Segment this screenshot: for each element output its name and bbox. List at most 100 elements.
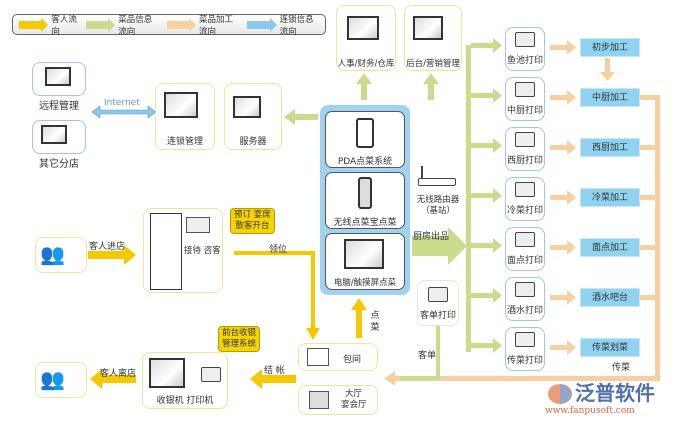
hall-label: 大厅: [345, 389, 363, 399]
printer-icon: [515, 132, 535, 147]
blue-arrow-icon: [247, 17, 278, 32]
touch-box: 电脑/触摸屏点菜: [325, 233, 405, 290]
green-arrow-icon: [85, 17, 116, 32]
router-sublabel: （基站）: [420, 206, 455, 216]
pda-icon: [356, 118, 374, 148]
handset-icon: [358, 177, 372, 209]
legend-dish-info: 菜品信息流向: [118, 14, 153, 37]
printer-icon: [201, 367, 221, 382]
bubble-line: 预订 宴席: [234, 210, 271, 220]
legend-guest-flow: 客人流向: [51, 14, 77, 37]
legend: 客人流向 菜品信息流向 菜品加工流向 连锁信息流向: [12, 14, 326, 37]
phone-icon: [186, 217, 210, 233]
cashier-bubble: 前台收银管理系统: [218, 326, 261, 352]
printer-icon: [515, 32, 535, 47]
process-step: 中厨加工: [580, 88, 640, 107]
server-icon: [233, 96, 261, 118]
printer-label: 冷菜打印: [506, 206, 543, 216]
kiosk-icon: [150, 213, 182, 290]
remote-mgmt-box: [32, 62, 86, 96]
guests-icon: 👥: [40, 367, 65, 391]
internet-label: Internet: [104, 98, 140, 108]
printer-label: 传菜打印: [506, 356, 543, 366]
yellow-arrow-icon: [19, 17, 49, 32]
guests-icon: 👥: [40, 242, 65, 266]
cash-register-icon: [149, 358, 185, 388]
room-icon: [307, 348, 329, 366]
checkout-label: 结 帐: [264, 366, 285, 376]
guest-ticket-line: [400, 326, 440, 380]
printer-icon: [515, 232, 535, 247]
printer-icon: [515, 182, 535, 197]
logo-text: 泛普软件: [575, 381, 655, 405]
seat-arrowhead: [306, 328, 320, 340]
touchscreen-icon: [344, 239, 384, 269]
printer-box: 鱼池打印: [505, 27, 545, 71]
branches-box: [32, 120, 86, 154]
chain-mgmt-box: 连锁管理: [155, 83, 215, 150]
private-room-label: 包间: [343, 355, 362, 365]
cashier-box: 收银机 打印机: [142, 352, 228, 409]
router-label: 无线路由器: [416, 195, 460, 205]
printer-box: 传菜打印: [505, 327, 545, 371]
banquet-label: 宴会厅: [341, 400, 367, 410]
kitchen-out-label: 厨房出品: [413, 232, 450, 242]
printer-box: 冷菜打印: [505, 177, 545, 221]
server-label: 服务器: [239, 137, 267, 147]
green-trunk: [466, 45, 471, 352]
logo-url: www.fanpusoft.com: [545, 406, 635, 416]
computer-icon: [164, 92, 198, 118]
hr-box: 人事/财务/仓库: [336, 5, 396, 71]
wireless-box: 无线点菜宝点菜: [325, 172, 405, 229]
branches-label: 其它分店: [39, 159, 79, 170]
marketing-label: 后台/营销管理: [406, 59, 460, 69]
computer-icon: [413, 16, 443, 40]
leave-label: 客人离店: [100, 369, 137, 379]
hr-label: 人事/财务/仓库: [337, 59, 395, 69]
enter-arrow: [88, 245, 136, 265]
enter-label: 客人进店: [89, 242, 126, 252]
process-step: 冷菜加工: [580, 188, 640, 207]
laptop-icon: [45, 67, 71, 86]
touch-label: 电脑/触摸屏点菜: [333, 278, 397, 288]
ordering-systems-panel: PDA点菜系统 无线点菜宝点菜 电脑/触摸屏点菜: [320, 105, 410, 295]
orange-arrow-icon: [166, 17, 197, 32]
process-step: 面点加工: [580, 238, 640, 257]
checkout-arrow: [250, 369, 296, 389]
guest-ticket-flow-label: 客单: [418, 351, 437, 361]
hall-box: 大厅宴会厅: [298, 385, 378, 415]
printer-icon: [515, 332, 535, 347]
pda-box: PDA点菜系统: [325, 111, 405, 168]
printer-label: 鱼池打印: [506, 56, 543, 66]
printer-branches: [471, 38, 502, 353]
printer-box: 面点打印: [505, 227, 545, 271]
printer-icon: [515, 282, 535, 297]
cashier-label: 收银机 打印机: [156, 396, 214, 406]
order-arrow: [351, 298, 367, 338]
computer-icon: [41, 125, 67, 144]
computer-icon: [347, 16, 379, 40]
seat-line: [234, 251, 315, 330]
printer-icon: [428, 287, 448, 302]
printer-icon: [515, 82, 535, 97]
printer-box: 西厨打印: [505, 127, 545, 171]
router-icon: [418, 178, 456, 186]
guests-enter-box: 👥: [35, 237, 87, 273]
arrow-to-hr: [356, 73, 372, 100]
bubble-line: 散客开台: [235, 221, 270, 231]
order-label: 点菜: [370, 311, 380, 333]
kitchen-out-arrow: [412, 227, 467, 265]
guest-ticket-label: 客单打印: [419, 311, 456, 321]
reception-label: 接待 咨客: [184, 246, 221, 256]
server-box: 服务器: [224, 83, 282, 150]
leave-arrow: [90, 369, 136, 389]
printer-box: 酒水打印: [505, 277, 545, 321]
printer-label: 西厨打印: [506, 156, 543, 166]
legend-chain-info: 连锁信息流向: [279, 14, 314, 37]
pda-label: PDA点菜系统: [337, 157, 393, 167]
printer-label: 中厨打印: [506, 106, 543, 116]
remote-mgmt-label: 远程管理: [39, 101, 79, 112]
logo-icon: [548, 384, 572, 404]
marketing-box: 后台/营销管理: [404, 5, 462, 71]
